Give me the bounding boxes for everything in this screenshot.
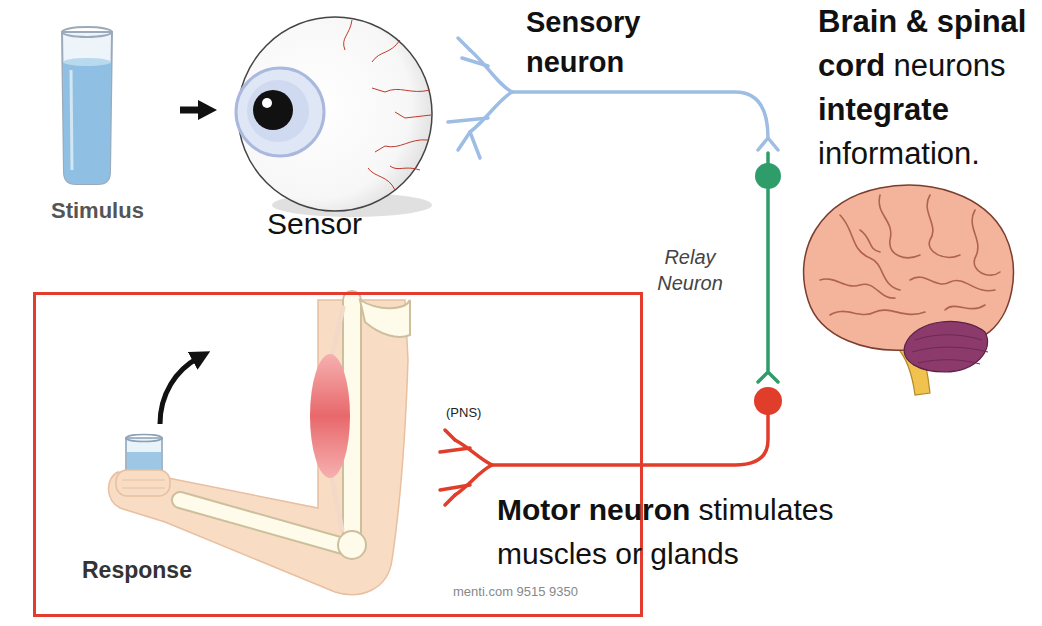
motor-neuron: [440, 387, 782, 505]
eye-sensor: [262, 98, 272, 108]
integration-text: Brain & spinal cordneuronsintegrateinfor…: [818, 0, 1036, 176]
water-glass: [63, 58, 111, 66]
stimulus-arrow: [180, 100, 217, 120]
sensory-neuron: [470, 132, 480, 158]
arm-illustration: [310, 354, 350, 478]
brain-illustration: [820, 195, 1000, 315]
description-text: information.: [818, 136, 980, 171]
motor-neuron: [445, 495, 455, 505]
sensory-neuron: [758, 138, 778, 150]
motor-neuron: [445, 430, 455, 440]
brain-illustration: [860, 230, 880, 252]
water-glass: [63, 62, 111, 184]
neuron-label: Relay Neuron: [640, 244, 740, 296]
eye-sensor: [344, 20, 431, 190]
relay-neuron: [755, 163, 781, 189]
water-glass: [71, 70, 72, 170]
eye-sensor: [236, 68, 324, 156]
brain-illustration: [904, 321, 987, 372]
eye-sensor: [238, 17, 432, 211]
brain-illustration: [840, 215, 900, 290]
eye-sensor: [395, 112, 431, 118]
brain-illustration: [945, 305, 985, 310]
description-text: integrate: [818, 92, 949, 127]
arm-illustration: [180, 500, 350, 548]
brain-illustration: [879, 195, 920, 258]
brain-illustration: [910, 277, 995, 291]
brain-illustration: [820, 279, 895, 298]
arm-illustration: [116, 470, 170, 496]
sensory-neuron: [512, 92, 768, 138]
arm-illustration: [360, 300, 410, 337]
arm-illustration: [160, 358, 198, 424]
brain-illustration: [915, 335, 982, 340]
eye-sensor: [236, 17, 432, 217]
eye-sensor: [247, 80, 309, 142]
arm-illustration: [332, 478, 342, 530]
brain-illustration: [918, 360, 980, 364]
arm-illustration: [108, 300, 410, 595]
eye-sensor: [344, 20, 352, 50]
brain-illustration: [912, 347, 988, 352]
sensory-neuron: [458, 38, 470, 50]
relay-neuron: [758, 153, 778, 382]
stimulus-arrow: [180, 107, 201, 114]
stimulus-label: Stimulus: [51, 198, 144, 224]
motor-neuron: [492, 415, 768, 465]
sensory-neuron: [448, 118, 488, 122]
eye-sensor: [390, 166, 420, 170]
arm-illustration: [108, 300, 408, 595]
sensory-neuron: [470, 92, 512, 132]
water-glass: [62, 27, 112, 184]
motor-neuron: [754, 387, 782, 415]
sensor-label: Sensor: [267, 206, 362, 242]
eye-sensor: [368, 168, 395, 190]
arm-illustration: [122, 480, 165, 488]
eye-sensor: [253, 90, 293, 130]
water-glass: [62, 32, 112, 184]
description-text: neurons: [894, 48, 1006, 83]
sensory-neuron: [470, 50, 512, 92]
sensory-neuron: [458, 132, 470, 150]
arm-illustration: [180, 500, 350, 548]
motor-neuron: [440, 448, 470, 452]
arm-illustration: [126, 435, 162, 442]
water-glass: [62, 27, 112, 37]
brain-illustration: [912, 335, 988, 364]
brain-illustration: [972, 210, 1000, 275]
motor-neuron: [440, 415, 768, 505]
eye-sensor: [372, 88, 430, 92]
neuron-label: Sensory neuron: [526, 2, 676, 82]
response-label: Response: [82, 557, 192, 584]
system-label: (PNS): [446, 405, 481, 421]
arm-illustration: [332, 308, 343, 355]
brain-illustration: [804, 185, 1014, 350]
motor-text: Motor neuronstimulates muscles or glands: [497, 488, 889, 576]
motor-neuron: [455, 465, 492, 495]
eye-sensor: [375, 140, 428, 152]
eye-sensor: [372, 40, 400, 62]
arm-illustration: [338, 531, 366, 559]
brain-illustration: [804, 185, 1014, 395]
sensory-neuron: [462, 58, 488, 66]
motor-neuron: [440, 485, 470, 490]
stimulus-arrow: [198, 100, 217, 120]
brain-illustration: [830, 310, 925, 315]
relay-neuron: [755, 153, 781, 382]
motor-neuron: [455, 440, 492, 465]
neuron-label: Motor neuron: [497, 493, 690, 526]
watermark: menti.com 9515 9350: [453, 584, 578, 600]
brain-illustration: [927, 195, 960, 257]
